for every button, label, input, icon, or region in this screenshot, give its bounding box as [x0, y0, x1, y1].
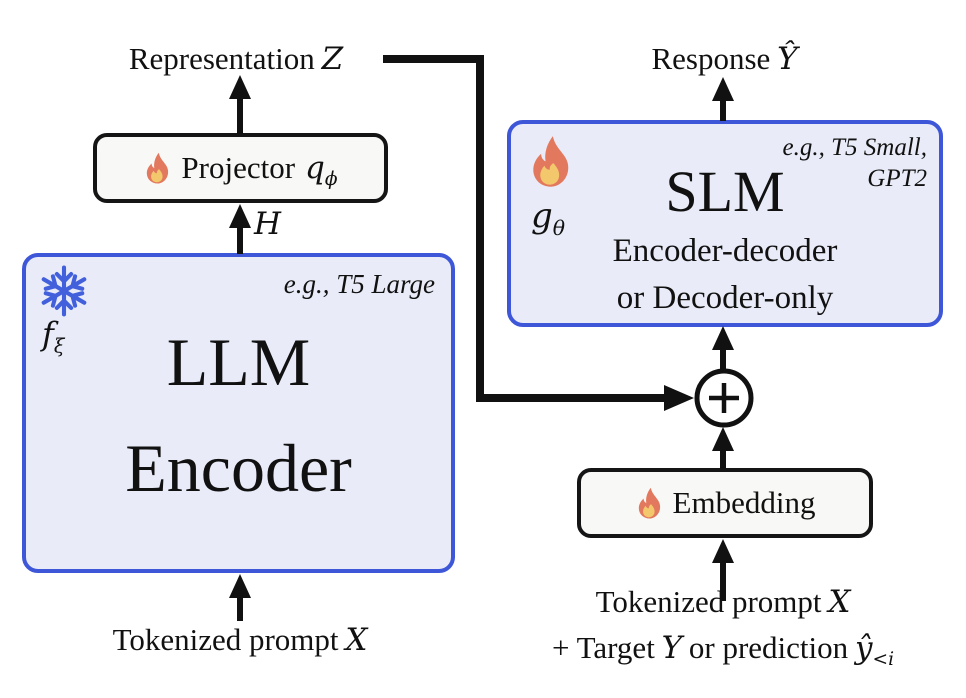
slm-title: SLM	[665, 159, 785, 224]
representation-text: Representation	[128, 41, 315, 76]
slm-box: gθ e.g., T5 Small, GPT2 SLM Encoder-deco…	[507, 120, 943, 327]
flame-icon	[147, 152, 169, 184]
slm-input-line1-var: X	[828, 584, 851, 620]
slm-subtitle-line2: or Decoder-only	[616, 280, 834, 316]
embedding-box: Embedding	[577, 468, 873, 538]
slm-example-line2: GPT2	[867, 165, 927, 192]
arrow-llm-to-projector	[229, 204, 251, 254]
slm-input-line2-var2: ŷ<i	[854, 630, 895, 671]
projector-box: Projector qϕ	[93, 133, 388, 203]
llm-title: LLM Encoder	[26, 309, 451, 521]
slm-input-line2-var1: Y	[661, 630, 683, 666]
llm-param-label: fξ	[42, 315, 65, 358]
arrow-projector-to-representation	[229, 75, 251, 134]
slm-subtitle: Encoder-decoder or Decoder-only	[511, 228, 939, 322]
arrow-slm-to-response	[712, 77, 734, 121]
slm-example-label: e.g., T5 Small, GPT2	[783, 132, 927, 194]
llm-input-text: Tokenized prompt	[112, 622, 339, 657]
plus-circle-icon	[694, 368, 754, 428]
snowflake-icon	[41, 265, 87, 317]
llm-title-line2: Encoder	[125, 430, 352, 506]
slm-input-line2-mid: or prediction	[688, 630, 849, 665]
representation-var: Z	[321, 41, 344, 77]
response-text: Response	[651, 41, 771, 76]
response-var: Ŷ	[777, 41, 798, 77]
projector-var: qϕ	[305, 150, 338, 191]
llm-encoder-box: fξ e.g., T5 Large LLM Encoder	[22, 253, 455, 573]
hidden-state-label: H	[254, 206, 282, 242]
projector-label: Projector	[181, 150, 296, 185]
llm-title-line1: LLM	[166, 324, 311, 400]
slm-subtitle-line1: Encoder-decoder	[612, 233, 838, 269]
arrow-input-to-llm	[229, 574, 251, 621]
slm-input-line2-prefix: + Target	[551, 630, 655, 665]
llm-input-var: X	[345, 622, 368, 658]
slm-example-line1: e.g., T5 Small,	[782, 134, 927, 161]
flame-icon	[638, 487, 660, 519]
arrow-embedding-to-plus	[712, 427, 734, 469]
llm-example-label: e.g., T5 Large	[283, 269, 435, 299]
slm-input-line1-text: Tokenized prompt	[595, 584, 822, 619]
embedding-label: Embedding	[672, 485, 816, 520]
arrow-plus-to-slm	[712, 326, 734, 370]
